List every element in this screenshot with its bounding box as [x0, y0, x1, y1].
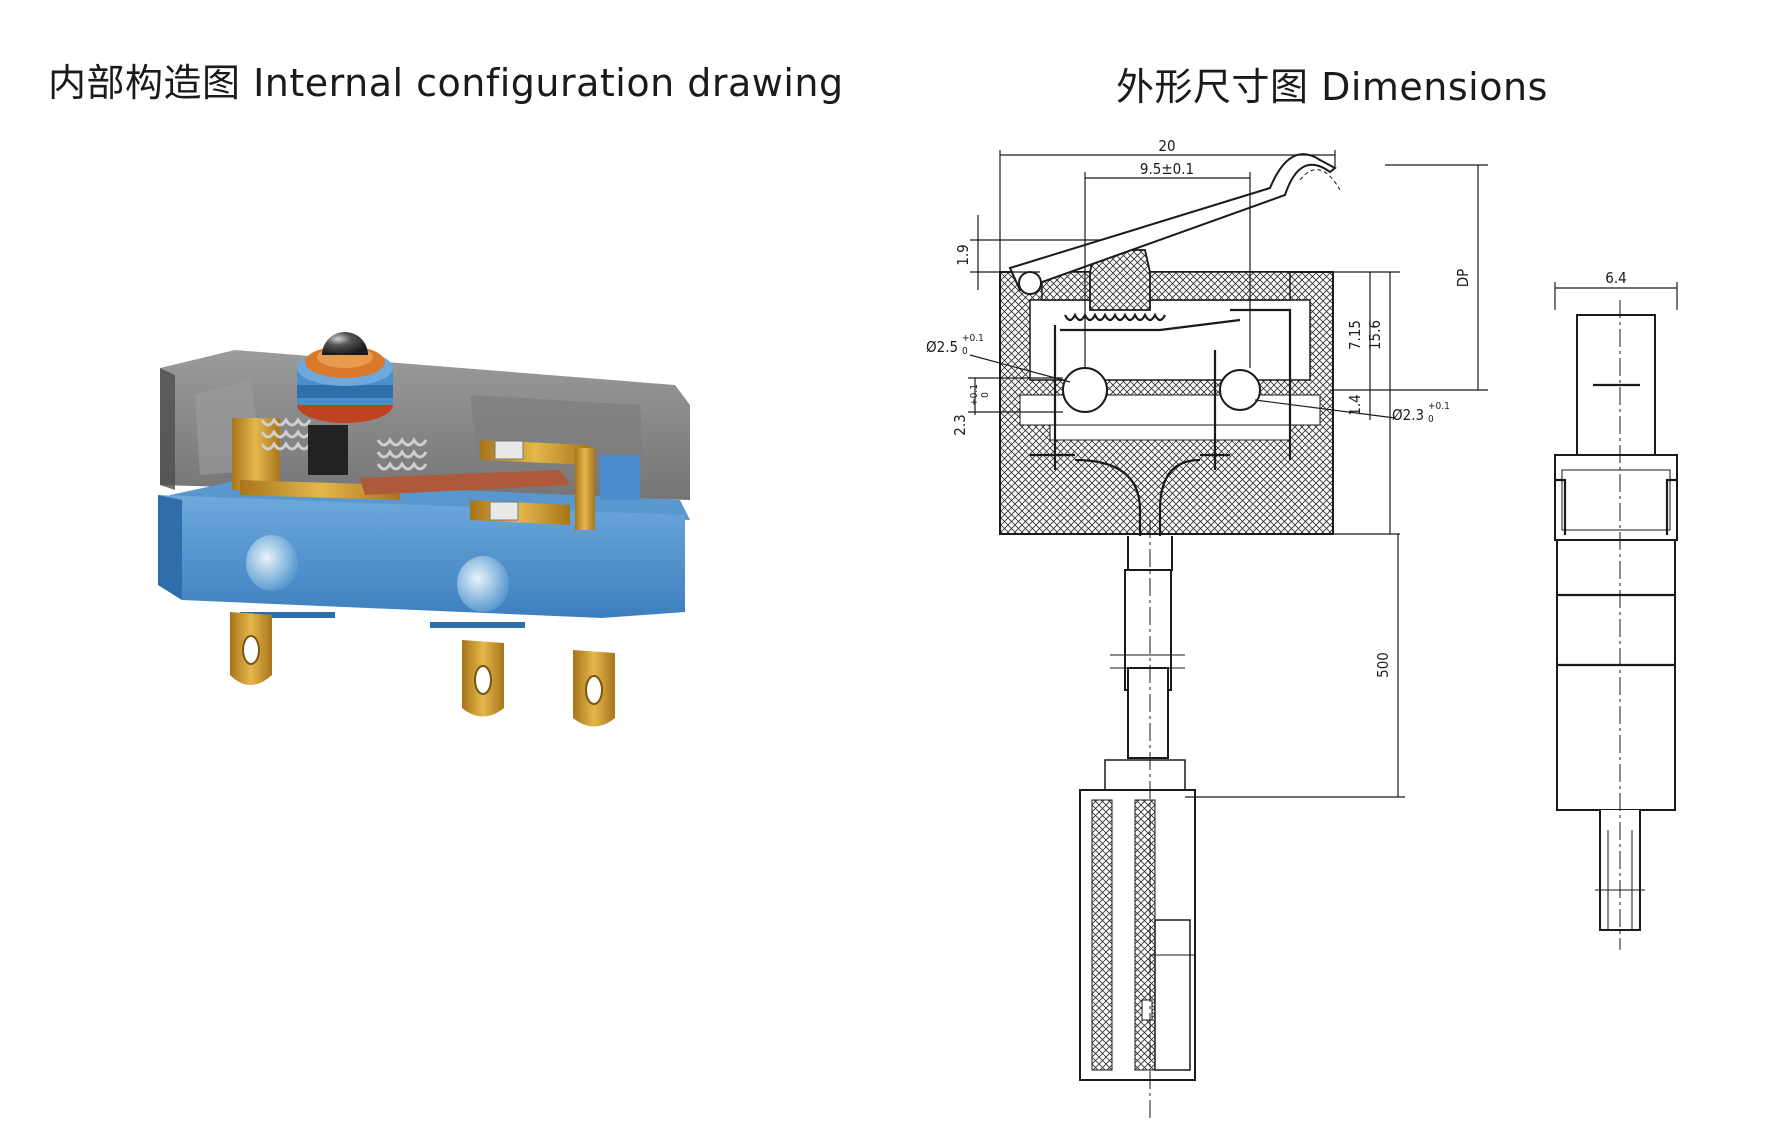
dim-height-156: 15.6 [1366, 320, 1384, 350]
dim-dp: DP [1454, 269, 1472, 288]
internal-contacts [232, 418, 595, 530]
switch-base [158, 495, 685, 618]
terminal-pins [230, 612, 615, 727]
dim-offset-14: 1.4 [1346, 394, 1364, 415]
dim-offset-23: 2.3 [951, 414, 969, 435]
mount-hole-small [1219, 369, 1261, 411]
dim-cable-length: 500 [1374, 652, 1392, 678]
moving-blade [360, 470, 570, 495]
lead-cable [1104, 536, 1186, 791]
dim-mount-hole-big: Ø2.5 [926, 338, 958, 356]
dim-height-715: 7.15 [1346, 320, 1364, 350]
dim-mount-hole-small: Ø2.3 [1392, 406, 1424, 424]
dim-hole-pitch: 9.5±0.1 [1140, 160, 1194, 178]
mounting-hole-right [457, 556, 509, 612]
dim-width-total: 20 [1158, 137, 1175, 155]
dim-mount-hole-small-tol-lower: 0 [1428, 414, 1434, 425]
dim-offset-23-tol-upper: +0.1 [969, 384, 980, 406]
actuator-lever [1008, 153, 1337, 292]
dim-thickness: 6.4 [1605, 269, 1626, 287]
dimensions-heading: 外形尺寸图 Dimensions [1116, 65, 1548, 109]
front-view-drawing: 20 9.5±0.1 1.9 DP 7.15 15.6 1.4 Ø2.5 +0.… [926, 137, 1488, 1120]
internal-configuration-heading: 内部构造图 Internal configuration drawing [48, 61, 844, 105]
internal-configuration-illustration [158, 332, 690, 727]
dim-mount-hole-big-tol-lower: 0 [962, 346, 968, 357]
dim-lever-offset: 1.9 [954, 244, 972, 265]
mounting-hole-left [246, 535, 298, 591]
dim-offset-23-tol-lower: 0 [980, 392, 991, 398]
connector-housing [1079, 789, 1196, 1081]
dim-mount-hole-small-tol-upper: +0.1 [1428, 401, 1450, 412]
dim-mount-hole-big-tol-upper: +0.1 [962, 333, 984, 344]
side-view-drawing: 6.4 [1554, 269, 1678, 950]
mount-hole-big [1062, 367, 1108, 413]
springs [260, 417, 428, 471]
plunger [297, 332, 393, 423]
